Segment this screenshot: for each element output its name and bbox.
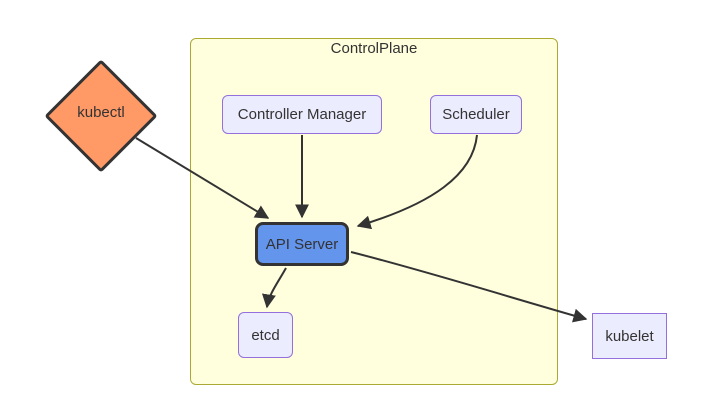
edge-kubectl-to-apiserver: [135, 137, 270, 219]
edge-scheduler-to-apiserver: [356, 134, 478, 230]
edge-apiserver-to-etcd: [262, 267, 287, 309]
etcd-node: etcd: [238, 312, 293, 358]
api-server-node: API Server: [255, 222, 349, 266]
scheduler-node: Scheduler: [430, 95, 522, 134]
controller-manager-node: Controller Manager: [222, 95, 382, 134]
edge-apiserver-to-kubelet: [350, 251, 588, 323]
controlplane-cluster-label: ControlPlane: [330, 40, 418, 57]
kubectl-node-label: kubectl: [77, 104, 125, 121]
kubelet-node: kubelet: [592, 313, 667, 359]
